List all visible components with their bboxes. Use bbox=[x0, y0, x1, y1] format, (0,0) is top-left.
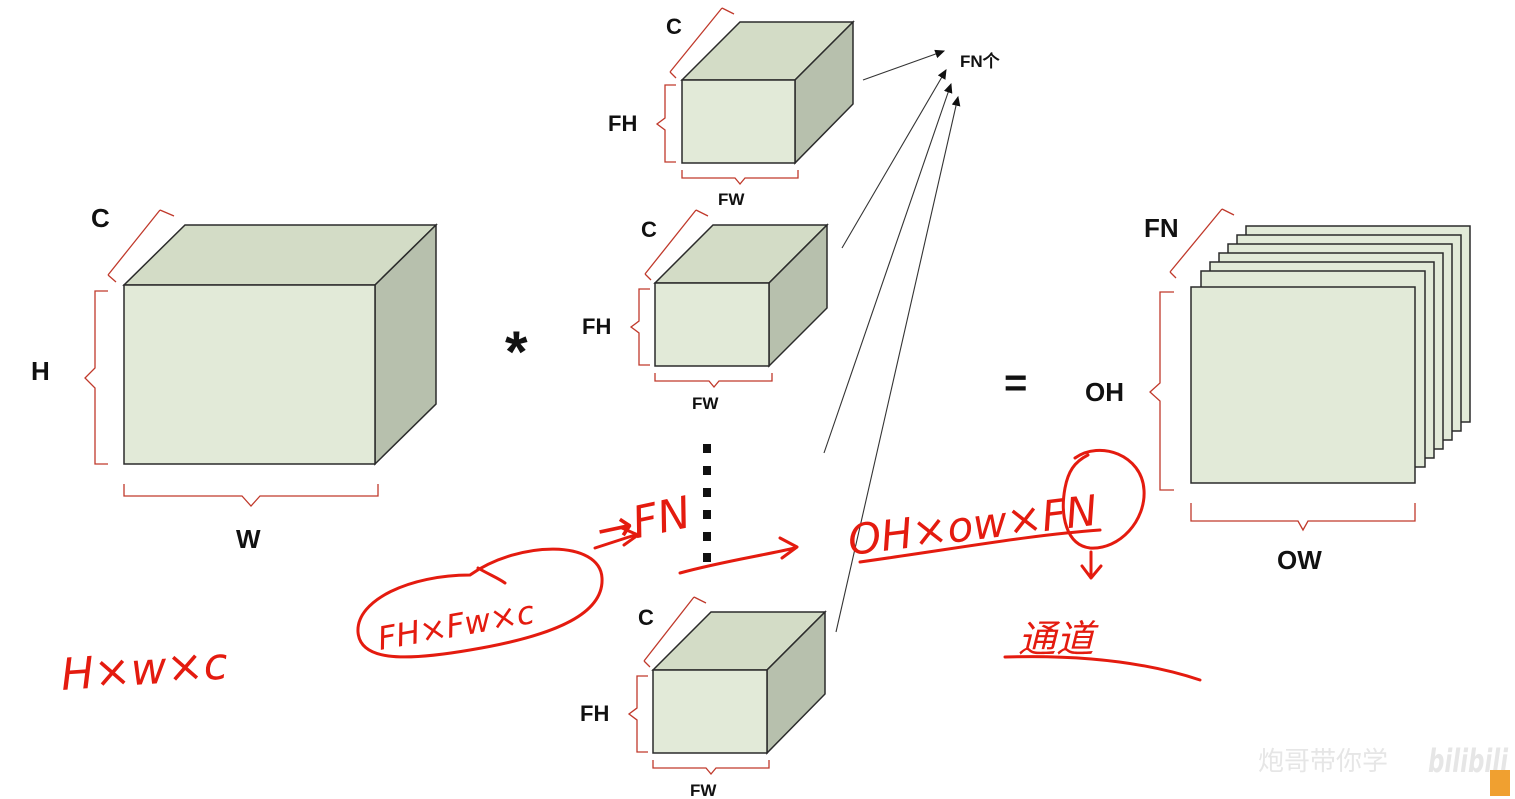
handwritten-input-shape: H×w×c bbox=[59, 638, 229, 701]
filter-shape-circle bbox=[356, 547, 604, 659]
watermark-text: 炮哥带你学 bbox=[1258, 747, 1388, 777]
filter-2-label-c: C bbox=[641, 217, 657, 242]
convolution-operator: * bbox=[505, 320, 528, 385]
filter-2: C FH FW bbox=[582, 209, 829, 413]
filter-count-arrows bbox=[823, 49, 961, 633]
input-tensor: C H W bbox=[31, 203, 438, 554]
ellipsis-dots bbox=[703, 444, 711, 562]
filter-1-label-fw: FW bbox=[718, 190, 745, 209]
handwritten-output-shape: OH×ow×FN bbox=[845, 486, 1100, 565]
filter-3-label-fh: FH bbox=[580, 701, 609, 726]
output-label-ow: OW bbox=[1277, 545, 1322, 575]
filter-3-label-c: C bbox=[638, 605, 654, 630]
output-label-fn: FN bbox=[1144, 213, 1179, 243]
input-brace-h bbox=[84, 290, 108, 465]
handwritten-channel-note: 通道 bbox=[1018, 617, 1099, 661]
input-label-w: W bbox=[236, 524, 261, 554]
input-label-c: C bbox=[91, 203, 110, 233]
handwritten-arrow-fn: →FN bbox=[592, 487, 696, 557]
input-brace-w bbox=[123, 484, 379, 507]
filter-count-label: FN个 bbox=[960, 51, 1001, 71]
equals-sign: = bbox=[1004, 361, 1027, 405]
input-brace-c bbox=[107, 209, 175, 283]
output-label-oh: OH bbox=[1085, 377, 1124, 407]
handwritten-annotations: H×w×c FH×Fw×c →FN OH×ow×FN 通道 bbox=[59, 448, 1202, 701]
filter-1-label-c: C bbox=[666, 14, 682, 39]
input-label-h: H bbox=[31, 356, 50, 386]
filter-1-label-fh: FH bbox=[608, 111, 637, 136]
filter-3: C FH FW bbox=[580, 596, 827, 799]
filter-1: C FH FW bbox=[608, 7, 855, 209]
watermark: 炮哥带你学 bilibili bbox=[1258, 742, 1510, 796]
output-tensor: FN OH OW bbox=[1085, 208, 1471, 575]
filter-3-label-fw: FW bbox=[690, 781, 717, 799]
handwritten-filter-shape: FH×Fw×c bbox=[375, 593, 538, 658]
filter-2-label-fh: FH bbox=[582, 314, 611, 339]
corner-mark bbox=[1490, 770, 1510, 796]
filter-2-label-fw: FW bbox=[692, 394, 719, 413]
